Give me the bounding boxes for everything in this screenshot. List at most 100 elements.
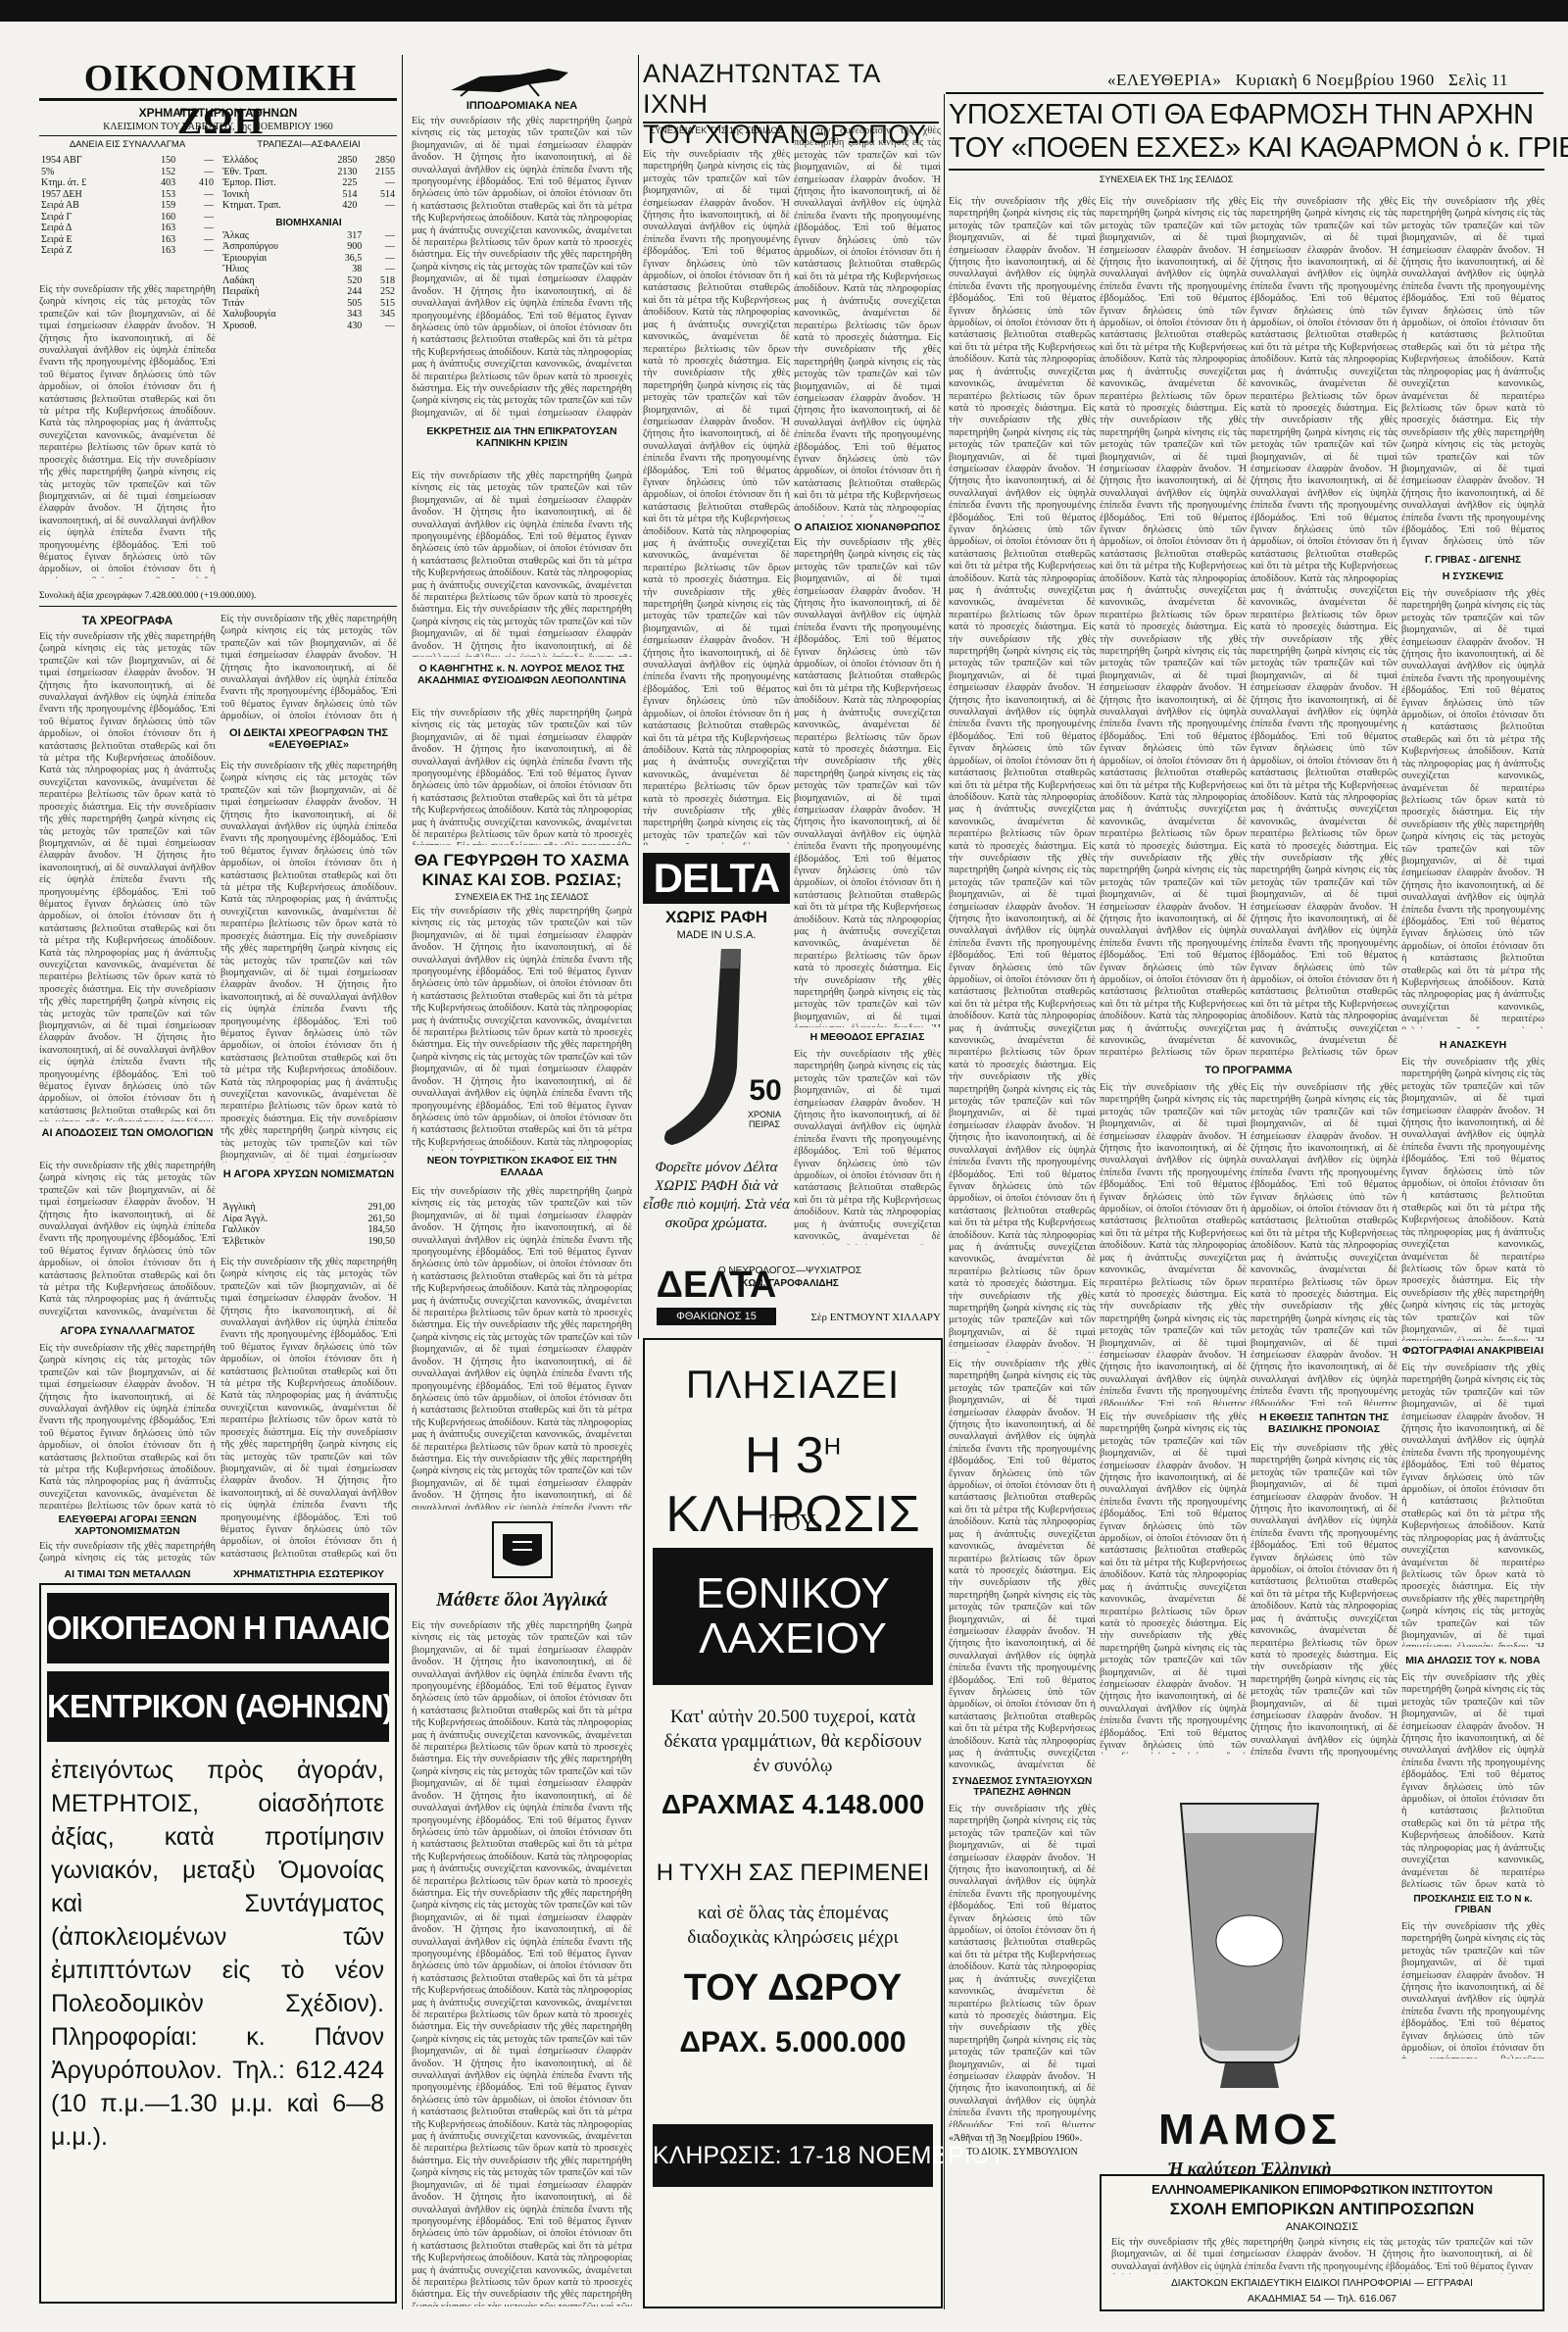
loans-cell: Σειρά Δ [41, 223, 73, 233]
lottery-draw-dates: ΚΛΗΡΩΣΙΣ: 17-18 ΝΟΕΜΒΡΙΟΥ [653, 2142, 1006, 2169]
racing-title: ΙΠΠΟΔΡΟΜΙΑΚΑ ΝΕΑ [466, 100, 578, 112]
racing-text: Εἰς τὴν συνεδρίασιν τῆς χθὲς παρετηρήθη … [412, 116, 632, 419]
loans-cell: — [204, 188, 214, 200]
loans-cell: 153 [161, 188, 176, 200]
delta-years: 50 [749, 1074, 782, 1107]
industry-cell: 345 [380, 309, 395, 320]
school-title2: ΣΧΟΛΗ ΕΜΠΟΡΙΚΩΝ ΑΝΤΙΠΡΟΣΩΠΩΝ [1169, 2200, 1475, 2218]
grivas-text-col1: Εἰς τὴν συνεδρίασιν τῆς χθὲς παρετηρήθη … [949, 196, 1096, 1353]
total-rule [39, 606, 397, 607]
real-estate-headline1: ΟΙΚΟΠΕΔΟΝ Η ΠΑΛΑΙΟΝ ΑΚΙΝΗΤΟΝ [47, 1610, 389, 1646]
banks-cell: Κτηματ. Τραπ. [222, 200, 281, 211]
yeti-title: ΑΝΑΖΗΤΩΝΤΑΣ ΤΑ ΙΧΝΗ ΤΟΥ ΧΙΟΝΑΝΘΡΩΠΟΥ [643, 59, 937, 150]
industry-cell: 518 [380, 274, 395, 286]
industry-cell: 520 [347, 274, 363, 286]
grivas-text-col2b: Εἰς τὴν συνεδρίασιν τῆς χθὲς παρετηρήθη … [1100, 1412, 1247, 1755]
tobacco-text: Εἰς τὴν συνεδρίασιν τῆς χθὲς παρετηρήθη … [412, 471, 632, 657]
lottery-amount: ΔΡΑΧΜΑΣ 4.148.000 [661, 1789, 925, 1819]
tobacco-title: ΕΚΚΡΕΤΗΣΙΣ ΔΙΑ ΤΗΝ ΕΠΙΚΡΑΤΟΥΣΑΝ ΚΑΠΝΙΚΗΝ… [426, 425, 617, 449]
lottery-line4: ΕΘΝΙΚΟΥ ΛΑΧΕΙΟΥ [696, 1569, 890, 1662]
school-text: Εἰς τὴν συνεδρίασιν τῆς χθὲς παρετηρήθη … [1111, 2237, 1533, 2274]
industry-row: Χαλυβουργία 343 345 [220, 309, 397, 321]
bridge-text: Εἰς τὴν συνεδρίασιν τῆς χθὲς παρετηρήθη … [412, 906, 632, 1151]
fx-text: Εἰς τὴν συνεδρίασιν τῆς χθὲς παρετηρήθη … [39, 1343, 216, 1510]
lottery-line5: Κατ' αὐτὴν 20.500 τυχεροί, κατὰ δέκατα γ… [663, 1707, 922, 1776]
yeti-method-text: Εἰς τὴν συνεδρίασιν τῆς χθὲς παρετηρήθη … [794, 1049, 941, 1245]
yeti-text-col2: Εἰς τὴν συνεδρίασιν τῆς χθὲς παρετηρήθη … [794, 125, 941, 518]
gold-cell: 184,50 [368, 1224, 396, 1235]
industry-cell: — [385, 241, 395, 252]
bridge-title: ΘΑ ΓΕΦΥΡΩΘΗ ΤΟ ΧΑΣΜΑ ΚΙΝΑΣ ΚΑΙ ΣΟΒ. ΡΩΣΙ… [414, 851, 630, 889]
economy-rule [39, 98, 397, 101]
real-estate-ad: ΟΙΚΟΠΕΔΟΝ Η ΠΑΛΑΙΟΝ ΑΚΙΝΗΤΟΝ ΚΕΝΤΡΙΚΟΝ (… [39, 1583, 397, 2304]
lottery-gift-title: ΤΟΥ ΔΩΡΟΥ [683, 1967, 903, 2009]
loans-cell: 163 [161, 245, 176, 256]
program-title: ΤΟ ΠΡΟΓΡΑΜΜΑ [1204, 1065, 1293, 1076]
foreign-notes-text: Εἰς τὴν συνεδρίασιν τῆς χθὲς παρετηρήθη … [39, 1541, 216, 1563]
lottery-line2-a: Η 3 [744, 1427, 824, 1484]
yeti-title-line1: ΑΝΑΖΗΤΩΝΤΑΣ ΤΑ ΙΧΝΗ [643, 59, 880, 119]
industry-cell: Λαδάκη [222, 274, 255, 286]
loans-cell: 1957 ΔΕΗ [41, 188, 82, 200]
english-course-title: Μάθετε ὅλοι Ἀγγλικά [436, 1589, 608, 1611]
yeti-subtitle: Ο ΑΠΑΙΣΙΟΣ ΧΙΟΝΑΝΘΡΩΠΟΣ [794, 521, 941, 533]
bonds-title: ΤΑ ΧΡΕΟΓΡΑΦΑ [81, 614, 173, 627]
industry-cell: — [385, 264, 395, 274]
gold-cell: Λίρα Ἀγγλ. [222, 1213, 269, 1224]
loans-cell: 163 [161, 233, 176, 245]
fx-title: ΑΓΟΡΑ ΣΥΝΑΛΛΑΓΜΑΤΟΣ [60, 1325, 195, 1337]
delta-brand-box: DELTA [643, 853, 790, 904]
top-black-band [0, 0, 1568, 22]
stocking-icon [664, 949, 741, 1145]
gold-cell: 291,00 [368, 1202, 396, 1213]
pensioners-notice: «Ἀθῆναι τῇ 3ῃ Νοεμβρίου 1960». [949, 2133, 1083, 2144]
loans-cell: 1954 ΑΒΓ [41, 155, 82, 166]
indices-title: ΟΙ ΔΕΙΚΤΑΙ ΧΡΕΟΓΡΑΦΩΝ ΤΗΣ «ΕΛΕΥΘΕΡΙΑΣ» [229, 727, 388, 751]
industry-cell: Χαλυβουργία [222, 309, 276, 320]
lottery-name-box: ΕΘΝΙΚΟΥ ΛΑΧΕΙΟΥ [653, 1548, 933, 1685]
lottery-line2-b: ΚΛΗΡΩΣΙΣ [665, 1486, 920, 1543]
school-address: ΑΚΑΔΗΜΙΑΣ 54 — Τηλ. 616.067 [1247, 2293, 1397, 2305]
loans-cell: 403 [161, 177, 176, 188]
doctor-name: ΚΩΝ. ΓΑΡΟΦΑΛΙΔΗΣ [741, 1278, 839, 1289]
yields-title: ΑΙ ΑΠΟΔΟΣΕΙΣ ΤΩΝ ΟΜΟΛΟΓΙΩΝ [41, 1127, 214, 1139]
nova-title: ΜΙΑ ΔΗΛΩΣΙΣ ΤΟΥ κ. ΝΟΒΑ [1405, 1655, 1541, 1666]
crest-icon [492, 1521, 553, 1578]
program-text-col1: Εἰς τὴν συνεδρίασιν τῆς χθὲς παρετηρήθη … [1100, 1082, 1247, 1406]
delta-copy: Φορεῖτε μόνον Δέλτα ΧΩΡΙΣ ΡΑΦΗ διὰ νὰ εἶ… [643, 1160, 790, 1231]
industry-cell: — [385, 252, 395, 264]
gold-cell: 190,50 [368, 1235, 396, 1247]
doctor-notice: Ο ΝΕΥΡΟΛΟΓΟΣ—ΨΥΧΙΑΤΡΟΣ ΚΩΝ. ΓΑΡΟΦΑΛΙΔΗΣ [643, 1265, 937, 1290]
program-text-col2: Εἰς τὴν συνεδρίασιν τῆς χθὲς παρετηρήθη … [1250, 1082, 1397, 1406]
banks-cell: — [385, 200, 395, 211]
session-line: ΚΛΕΙΣΙΜΟΝ ΤΟΥ ΣΑΒΒΑΤΟΥ, 5ης ΝΟΕΜΒΡΙΟΥ 19… [103, 122, 333, 132]
industry-cell: 38 [352, 264, 363, 274]
page-header: «ΕΛΕΥΘΕΡΙΑ» Κυριακὴ 6 Νοεμβρίου 1960 Σελ… [1107, 71, 1539, 90]
lottery-line3: ΤΟΥ [769, 1511, 816, 1536]
lecture-text: Εἰς τὴν συνεδρίασιν τῆς χθὲς παρετηρήθη … [412, 708, 632, 845]
session-rule [39, 135, 397, 136]
banks-header: ΤΡΑΠΕΖΑΙ—ΑΣΦΑΛΕΙΑΙ [257, 139, 361, 150]
industry-cell: Ἄλκας [222, 229, 249, 241]
mamos-beer-ad: ΜΑΜΟΣ Ἡ καλύτερη Ἑλληνικὴ μπύρα [1107, 1794, 1392, 2206]
industry-cell: 343 [347, 309, 363, 320]
bonds-text: Εἰς τὴν συνεδρίασιν τῆς χθὲς παρετηρήθη … [39, 631, 216, 1121]
industry-cell: 244 [347, 286, 363, 297]
loans-cell: — [204, 200, 214, 211]
lecture-title: Ο ΚΑΘΗΓΗΤΗΣ κ. Ν. ΛΟΥΡΟΣ ΜΕΛΟΣ ΤΗΣ ΑΚΑΔΗ… [416, 663, 627, 686]
pensioners-signed: ΤΟ ΔΙΟΙΚ. ΣΥΜΒΟΥΛΙΟΝ [966, 2147, 1078, 2158]
doctor-specialty: Ο ΝΕΥΡΟΛΟΓΟΣ—ΨΥΧΙΑΤΡΟΣ [717, 1265, 862, 1276]
banks-cell: 2155 [375, 166, 395, 177]
gold-cell: Γαλλικὸν [222, 1224, 260, 1235]
grivas-title: ΥΠΟΣΧΕΤΑΙ ΟΤΙ ΘΑ ΕΦΑΡΜΟΣΗ ΤΗΝ ΑΡΧΗΝ ΤΟΥ … [949, 98, 1568, 165]
col-divider-2 [638, 55, 639, 1339]
